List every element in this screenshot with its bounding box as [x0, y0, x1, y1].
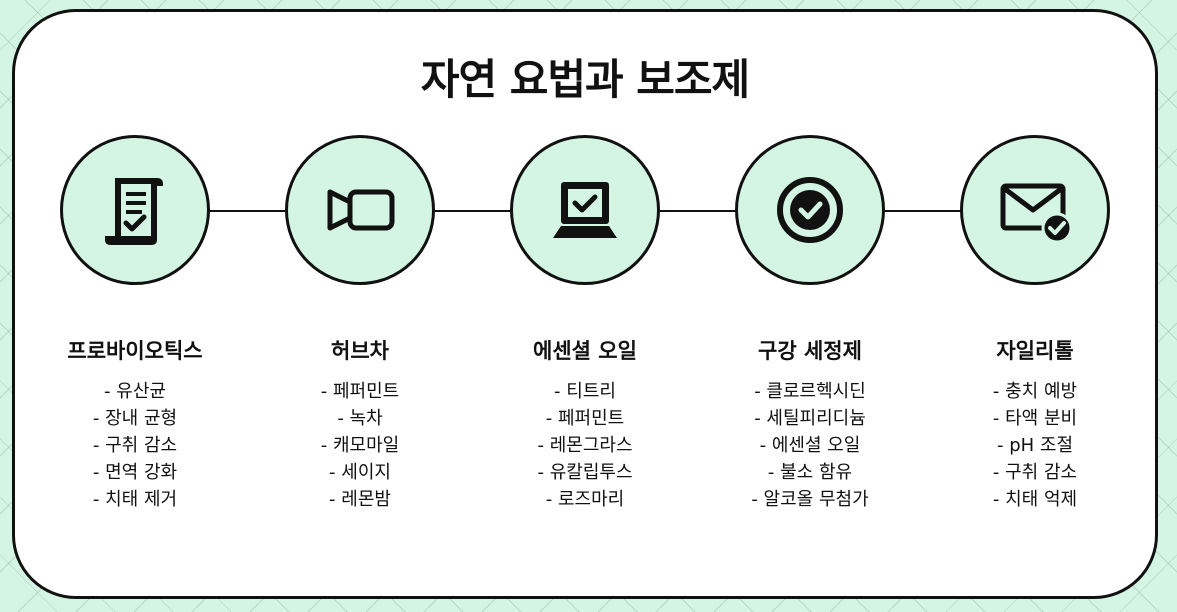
- step-1-label: 프로바이오틱스: [67, 339, 203, 363]
- document-check-icon: [105, 178, 163, 245]
- step-2-item: - 녹차: [337, 408, 383, 429]
- step-5-item: - 충치 예방: [992, 381, 1078, 402]
- step-1-item: - 면역 강화: [92, 462, 178, 483]
- step-5-item: - 구취 감소: [992, 462, 1078, 483]
- step-1-item: - 장내 균형: [92, 408, 178, 429]
- step-5-item: - 타액 분비: [992, 408, 1078, 429]
- step-2-item: - 페퍼민트: [320, 381, 400, 402]
- step-3-item: - 유칼립투스: [537, 462, 633, 483]
- step-2-label: 허브차: [331, 339, 389, 363]
- step-2-list: - 페퍼민트 - 녹차 - 캐모마일 - 세이지 - 레몬밤: [250, 378, 470, 513]
- step-3-item: - 티트리: [554, 381, 616, 402]
- check-circle-icon: [777, 177, 843, 243]
- video-camera-icon: [327, 189, 395, 231]
- step-1-list: - 유산균 - 장내 균형 - 구취 감소 - 면역 강화 - 치태 제거: [25, 378, 245, 513]
- step-5-circle: [960, 135, 1110, 285]
- step-4-item: - 에센셜 오일: [759, 435, 861, 456]
- step-3-list: - 티트리 - 페퍼민트 - 레몬그라스 - 유칼립투스 - 로즈마리: [475, 378, 695, 513]
- step-1-item: - 치태 제거: [92, 489, 178, 510]
- diagram-title: 자연 요법과 보조제: [420, 55, 750, 104]
- step-1-item: - 구취 감소: [92, 435, 178, 456]
- step-5-label: 자일리톨: [996, 339, 1074, 363]
- step-4-item: - 불소 함유: [767, 462, 853, 483]
- step-1-item: - 유산균: [104, 381, 166, 402]
- step-3-label: 에센셜 오일: [533, 339, 637, 363]
- diagram-card: 자연 요법과 보조제 프로바이오틱스 - 유산균 - 장내 균형 - 구취 감소…: [12, 9, 1158, 599]
- step-2-item: - 레몬밤: [329, 489, 391, 510]
- mail-check-icon: [1000, 183, 1073, 244]
- step-4-item: - 알코올 무첨가: [751, 489, 869, 510]
- step-5-list: - 충치 예방 - 타액 분비 - pH 조절 - 구취 감소 - 치태 억제: [925, 378, 1145, 513]
- step-3-circle: [510, 135, 660, 285]
- step-4-list: - 클로르헥시딘 - 세틸피리디늄 - 에센셜 오일 - 불소 함유 - 알코올…: [700, 378, 920, 513]
- step-4-item: - 세틸피리디늄: [754, 408, 866, 429]
- step-5-item: - pH 조절: [996, 435, 1074, 456]
- step-2-item: - 세이지: [329, 462, 391, 483]
- step-5-item: - 치태 억제: [992, 489, 1078, 510]
- step-1-circle: [60, 135, 210, 285]
- step-2-item: - 캐모마일: [320, 435, 400, 456]
- step-4-label: 구강 세정제: [758, 339, 862, 363]
- step-3-item: - 로즈마리: [545, 489, 625, 510]
- step-4-circle: [735, 135, 885, 285]
- step-2-circle: [285, 135, 435, 285]
- step-3-item: - 페퍼민트: [545, 408, 625, 429]
- laptop-check-icon: [553, 182, 617, 238]
- step-4-item: - 클로르헥시딘: [754, 381, 866, 402]
- step-3-item: - 레몬그라스: [537, 435, 633, 456]
